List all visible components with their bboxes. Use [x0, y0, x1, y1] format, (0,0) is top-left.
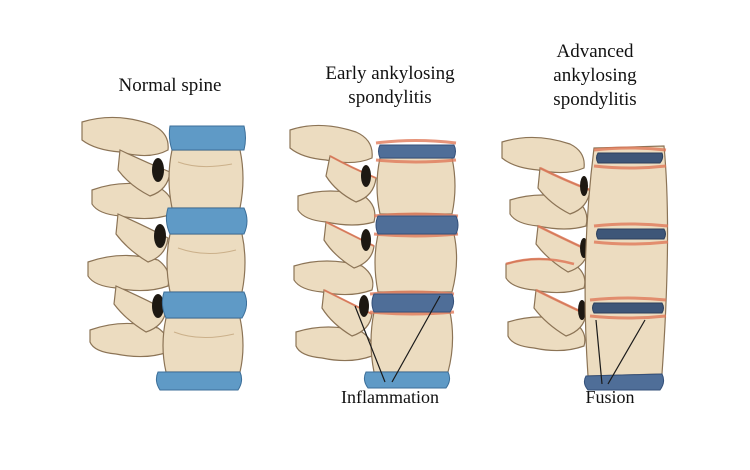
panel-title-early: Early ankylosing spondylitis	[290, 62, 490, 110]
foramina	[359, 165, 371, 317]
intervertebral-discs-fused	[592, 152, 666, 314]
inflammation-label: Inflammation	[341, 387, 439, 407]
disc-inflammation	[589, 146, 669, 320]
posterior-elements	[289, 124, 377, 362]
posterior-elements	[501, 136, 591, 352]
title-line: Normal spine	[118, 75, 222, 96]
foramina	[152, 158, 166, 318]
title-line: ankylosing	[553, 65, 637, 86]
lower-disc	[363, 371, 451, 389]
fusion-label: Fusion	[585, 387, 635, 407]
spine-advanced	[501, 136, 669, 391]
vertebral-bodies	[370, 157, 458, 373]
fusion-callout-lines	[595, 319, 646, 385]
bone-shading	[173, 161, 237, 338]
lower-disc	[583, 373, 665, 391]
spine-normal	[81, 116, 248, 391]
title-line: Advanced	[556, 41, 634, 62]
inflammation-callout-lines	[354, 295, 441, 383]
intervertebral-discs	[155, 125, 248, 391]
title-line: spondylitis	[553, 89, 637, 110]
title-line: Early ankylosing	[325, 63, 455, 84]
vertebral-bodies	[162, 149, 246, 373]
panel-title-advanced: Advanced ankylosing spondylitis	[500, 40, 690, 112]
spine-early	[289, 124, 459, 389]
posterior-elements	[81, 116, 174, 358]
panel-title-normal: Normal spine	[80, 74, 260, 98]
title-line: spondylitis	[348, 87, 432, 108]
disc-inflammation	[369, 139, 459, 316]
